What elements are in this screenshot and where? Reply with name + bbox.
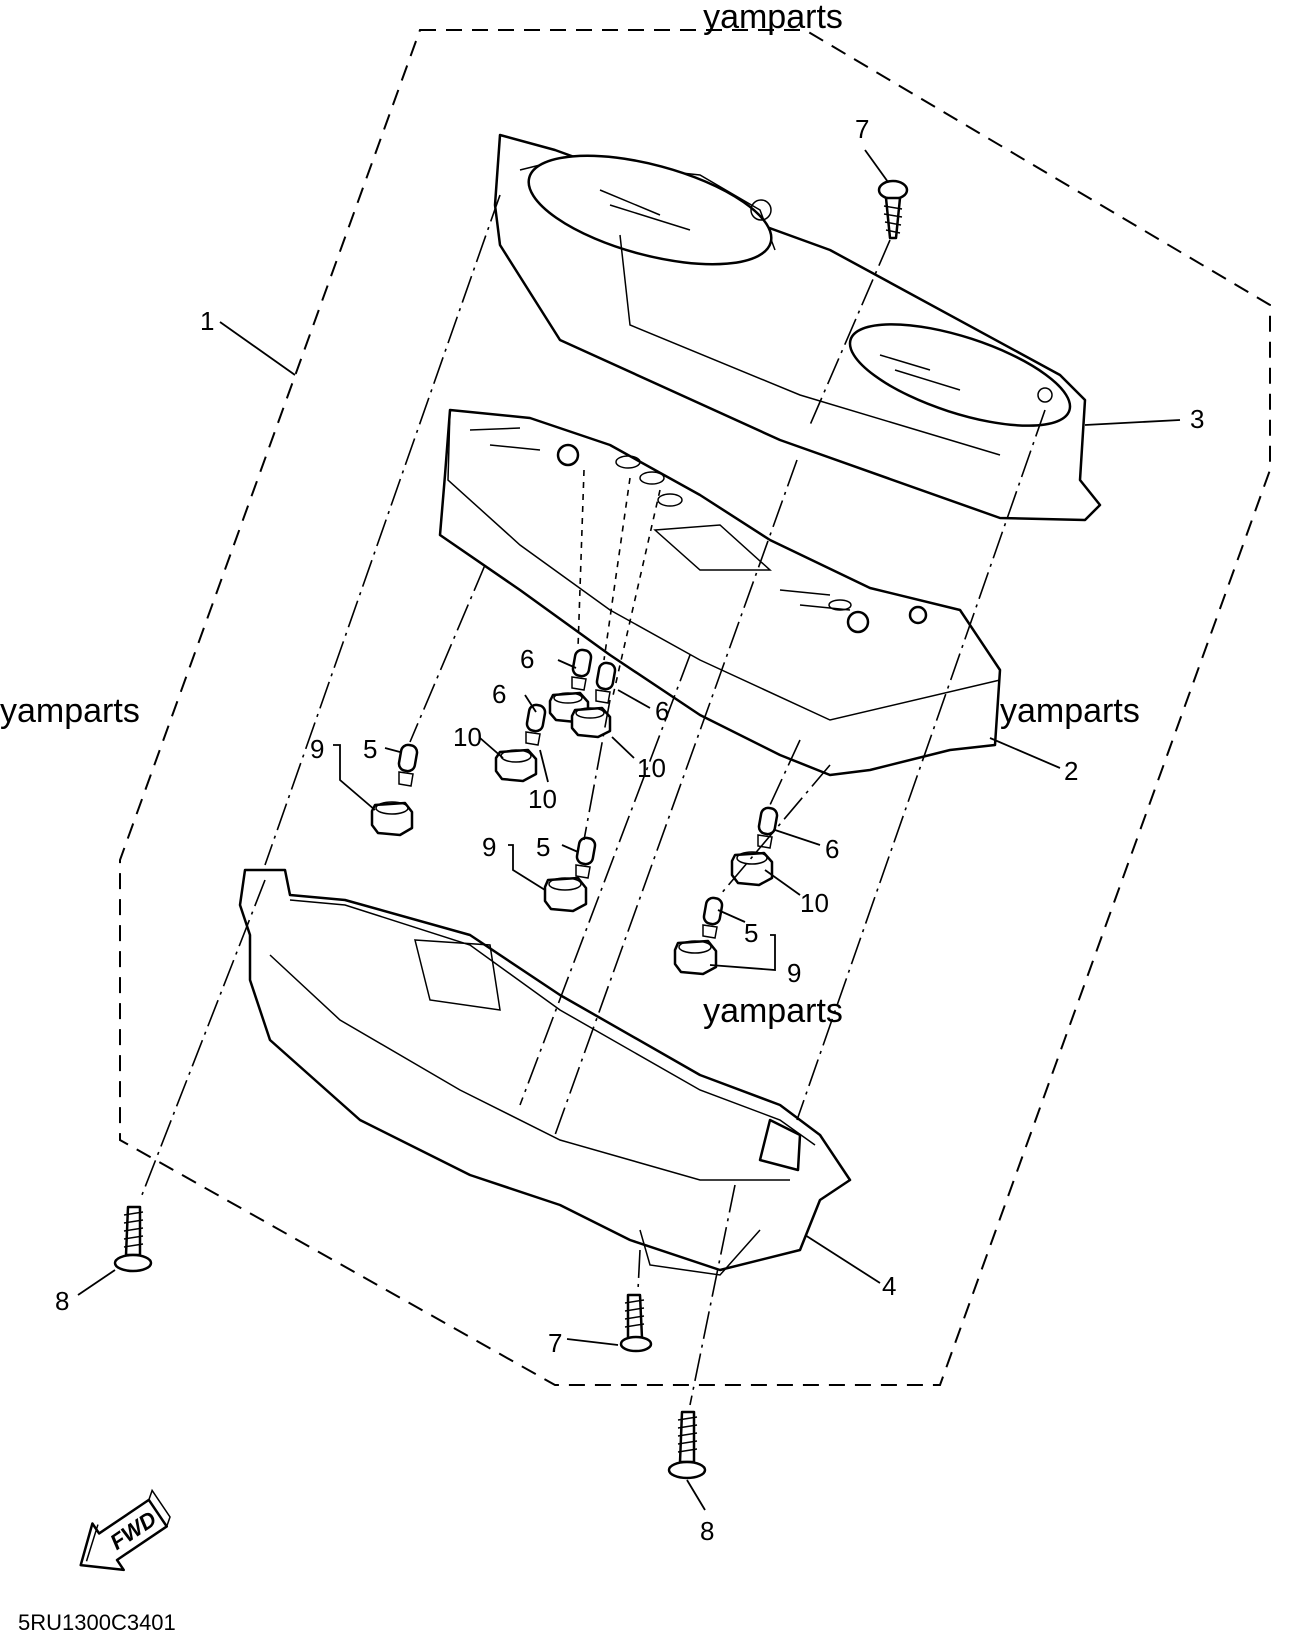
socket-part-9-left [370,801,414,837]
callout-10-left: 10 [453,722,482,752]
callout-5-left: 5 [363,734,377,764]
assembly-boundary-outline [119,29,1271,1386]
callout-8-bottom: 8 [700,1516,714,1546]
callout-8-left: 8 [55,1286,69,1316]
screw-part-8-bottom [667,1410,707,1480]
callout-9-left: 9 [310,734,324,764]
callout-7-bottom: 7 [548,1328,562,1358]
callout-2: 2 [1064,756,1078,786]
lower-case-part-4 [238,868,852,1276]
callout-7-top: 7 [855,114,869,144]
socket-part-10-right [730,851,774,887]
screw-part-7-bottom [619,1293,653,1353]
socket-part-9-right [673,939,718,976]
watermark-center: yamparts [703,992,843,1030]
screw-part-7-top [877,179,909,240]
callout-10-right: 10 [800,888,829,918]
leader-lines [77,149,1181,1511]
fwd-direction-arrow: FWD [79,1488,171,1572]
callout-5-right: 5 [744,918,758,948]
callout-9-center: 9 [482,832,496,862]
callout-3: 3 [1190,404,1204,434]
callout-10-mid: 10 [637,753,666,783]
callout-6-left: 6 [492,679,506,709]
callout-1: 1 [200,306,214,336]
bulb-part-5-center [575,836,597,879]
watermark-top: yamparts [703,0,843,36]
socket-part-10-c [494,748,538,783]
bulb-part-6-upper-right [595,661,617,704]
screw-part-8-left [113,1205,153,1273]
diagram-code: 5RU1300C3401 [18,1610,176,1635]
callout-6-top: 6 [520,644,534,674]
callout-5-center: 5 [536,832,550,862]
callout-6-right: 6 [825,834,839,864]
assembly-center-lines [139,194,1046,1406]
callout-9-right: 9 [787,958,801,988]
socket-part-10-b [570,706,612,739]
bulb-part-6-right [757,806,779,849]
watermark-right: yamparts [1000,692,1140,730]
bulb-part-6-upper-left [571,648,593,691]
callout-4: 4 [882,1271,896,1301]
callout-10-lower: 10 [528,784,557,814]
meter-assembly-part-2 [438,408,1002,777]
bulb-part-6-middle [525,703,547,746]
meter-cover-part-3 [493,133,1102,522]
socket-part-9-center [543,876,588,913]
watermark-left: yamparts [0,692,140,730]
bulb-part-5-right [702,896,724,939]
bulb-part-5-left [397,743,419,787]
callout-6-mid: 6 [655,696,669,726]
